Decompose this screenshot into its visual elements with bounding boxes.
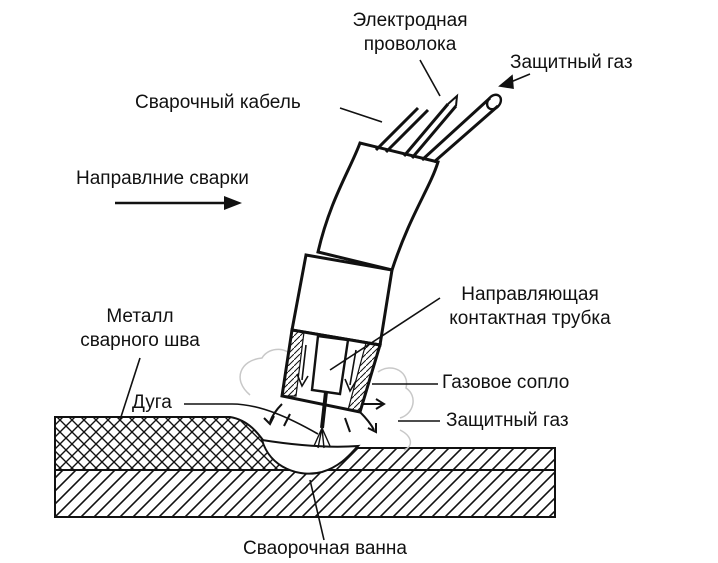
- label-electrode-wire-2: проволока: [363, 34, 457, 55]
- label-welding-direction: Направлние сварки: [76, 168, 249, 189]
- label-contact-tube-1: Направляющая: [461, 284, 599, 305]
- gas-cloud: [239, 348, 414, 451]
- label-shielding-gas-side: Защитный газ: [446, 410, 569, 431]
- torch: [280, 141, 440, 449]
- cables: [374, 93, 503, 164]
- label-electrode-wire-1: Электродная: [352, 10, 468, 31]
- label-weld-pool: Сваорочная ванна: [243, 538, 407, 559]
- label-shielding-gas-top: Защитный газ: [510, 52, 633, 73]
- label-contact-tube-2: контактная трубка: [449, 308, 611, 329]
- label-welding-cable: Сварочный кабель: [135, 92, 301, 113]
- weld-pool-shape: [260, 438, 361, 475]
- label-weld-metal-2: сварного шва: [80, 330, 200, 351]
- label-gas-nozzle: Газовое сопло: [442, 372, 570, 393]
- label-weld-metal-1: Металл: [106, 306, 174, 327]
- gas-outflow-arrows: [263, 398, 386, 434]
- leader-lines: [119, 59, 531, 541]
- label-arc: Дуга: [132, 392, 172, 413]
- direction-arrow: [115, 196, 242, 210]
